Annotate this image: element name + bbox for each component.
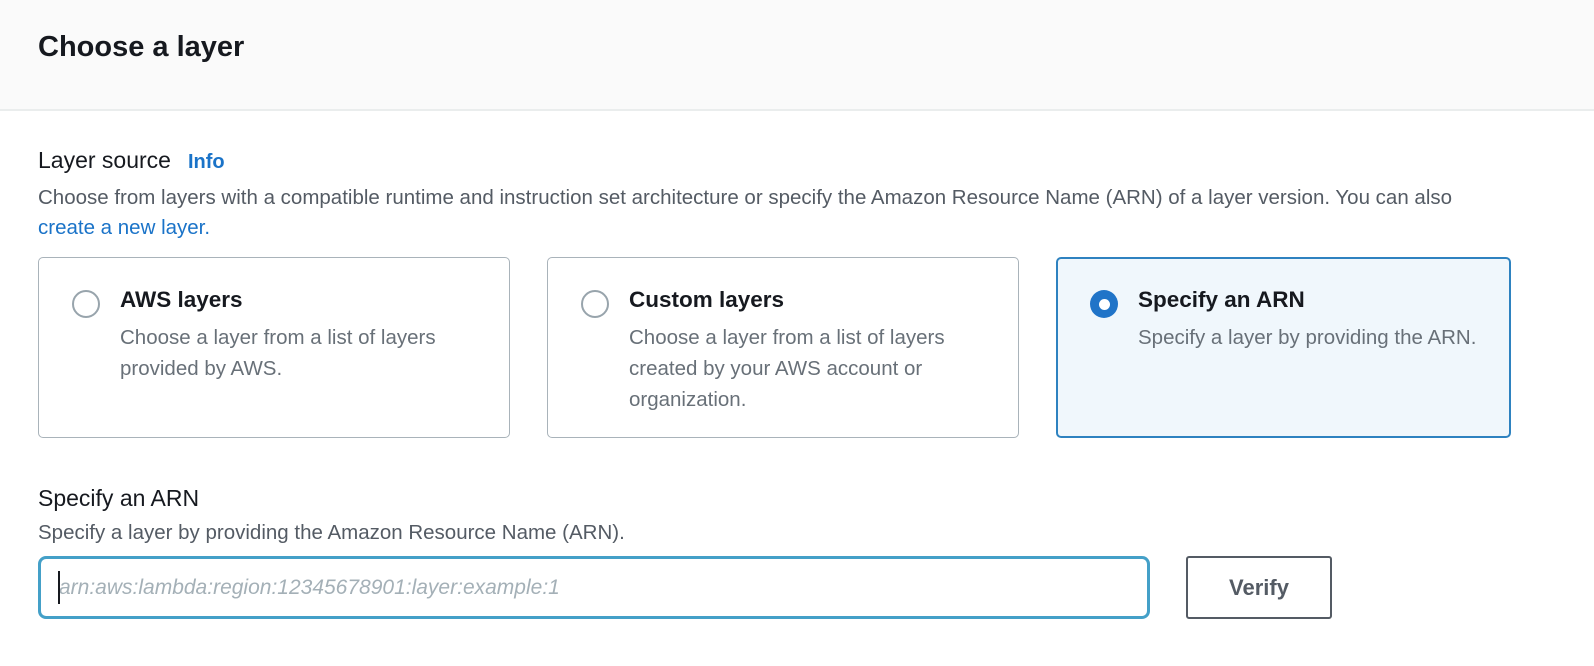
text-caret [58, 571, 60, 604]
radio-checked-icon[interactable] [1090, 290, 1118, 318]
layer-source-option-aws-layers[interactable]: AWS layers Choose a layer from a list of… [38, 257, 510, 438]
create-new-layer-link[interactable]: create a new layer. [38, 216, 211, 239]
arn-input-wrap [38, 556, 1150, 619]
info-link[interactable]: Info [187, 151, 225, 173]
option-title: AWS layers [120, 287, 243, 312]
radio-unchecked-icon[interactable] [581, 290, 609, 318]
option-text: Custom layers Choose a layer from a list… [629, 287, 979, 415]
specify-arn-section: Specify an ARN Specify a layer by provid… [38, 485, 1556, 619]
page-title: Choose a layer [38, 31, 245, 63]
option-description: Choose a layer from a list of layers cre… [629, 326, 945, 411]
layer-source-label-row: Layer source Info [38, 147, 1556, 174]
layer-source-description: Choose from layers with a compatible run… [38, 183, 1476, 243]
panel-body: Layer source Info Choose from layers wit… [0, 147, 1594, 619]
layer-source-option-custom-layers[interactable]: Custom layers Choose a layer from a list… [547, 257, 1019, 438]
specify-arn-description: Specify a layer by providing the Amazon … [38, 521, 625, 544]
layer-source-description-text: Choose from layers with a compatible run… [38, 186, 1453, 209]
panel-header: Choose a layer [0, 0, 1594, 111]
option-description: Specify a layer by providing the ARN. [1138, 326, 1477, 349]
option-title: Specify an ARN [1138, 287, 1305, 312]
option-description: Choose a layer from a list of layers pro… [120, 326, 436, 380]
option-text: AWS layers Choose a layer from a list of… [120, 287, 470, 384]
radio-unchecked-icon[interactable] [72, 290, 100, 318]
specify-arn-heading: Specify an ARN [38, 485, 200, 511]
verify-button[interactable]: Verify [1186, 556, 1332, 619]
layer-source-label: Layer source [38, 147, 171, 173]
layer-source-option-specify-arn[interactable]: Specify an ARN Specify a layer by provid… [1056, 257, 1511, 438]
option-text: Specify an ARN Specify a layer by provid… [1138, 287, 1476, 353]
option-title: Custom layers [629, 287, 785, 312]
choose-a-layer-panel: Choose a layer Layer source Info Choose … [0, 0, 1594, 619]
arn-input[interactable] [38, 556, 1150, 619]
arn-input-row: Verify [38, 556, 1556, 619]
layer-source-options: AWS layers Choose a layer from a list of… [38, 257, 1556, 438]
